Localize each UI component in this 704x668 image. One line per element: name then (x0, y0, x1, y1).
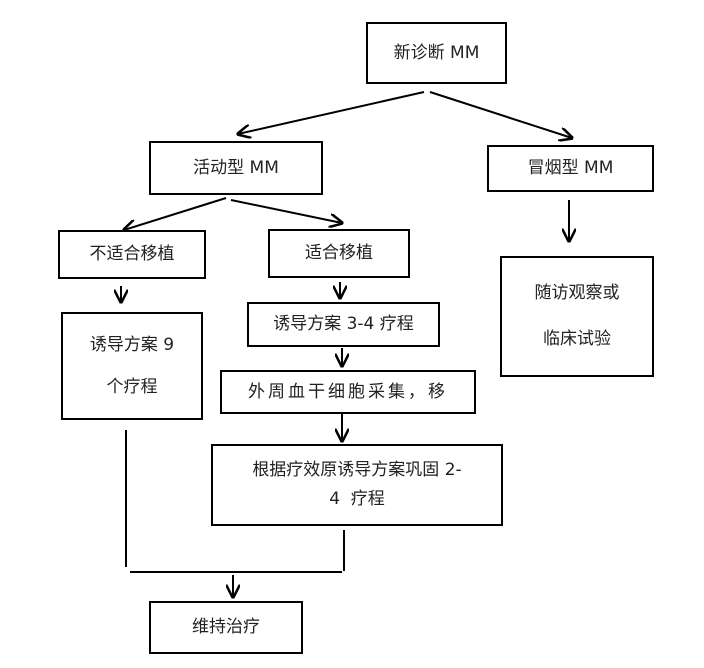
node-label: 新诊断 MM (393, 42, 480, 63)
node-label-line-1: 根据疗效原诱导方案巩固 2- (252, 460, 462, 481)
node-label-line-1: 随访观察或 (534, 283, 620, 304)
node-smoldering-mm: 冒烟型 MM (487, 145, 654, 192)
node-label-line-1: 诱导方案 9 (89, 335, 175, 356)
node-label: 适合移植 (305, 243, 373, 264)
node-label: 诱导方案 3-4 疗程 (273, 314, 414, 335)
node-label: 维持治疗 (192, 617, 260, 638)
node-new-diagnosis: 新诊断 MM (366, 22, 507, 84)
node-consolidation: 根据疗效原诱导方案巩固 2- 4 疗程 (211, 444, 503, 526)
edge-active-to-eligible (230, 199, 342, 223)
node-induction-3-4-cycles: 诱导方案 3-4 疗程 (247, 302, 440, 347)
node-label-line-2: 4 疗程 (329, 489, 385, 509)
node-transplant-eligible: 适合移植 (268, 229, 410, 278)
node-label: 外周血干细胞采集，移 (248, 381, 448, 402)
node-label-line-2: 个疗程 (106, 376, 158, 397)
node-follow-up-or-trial: 随访观察或 临床试验 (500, 256, 654, 377)
edge-new-to-smoldering (429, 91, 572, 138)
edge-active-to-not-eligible (124, 197, 227, 230)
node-not-transplant-eligible: 不适合移植 (58, 230, 206, 279)
node-label: 活动型 MM (193, 157, 279, 178)
node-stem-cell-collection: 外周血干细胞采集，移 (220, 370, 476, 414)
node-induction-9-cycles: 诱导方案 9 个疗程 (61, 312, 203, 420)
node-active-mm: 活动型 MM (149, 141, 323, 195)
node-label-line-2: 临床试验 (543, 329, 611, 350)
node-label: 冒烟型 MM (527, 158, 614, 179)
node-maintenance-therapy: 维持治疗 (149, 601, 303, 654)
edge-new-to-active (238, 91, 425, 134)
node-label: 不适合移植 (89, 244, 175, 265)
